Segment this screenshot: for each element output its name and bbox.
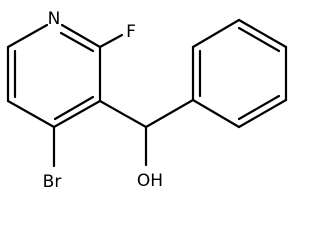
pyridine-ring [6,23,102,129]
bond-c2-n-inner [59,31,95,53]
bond-c2-f [98,33,124,49]
atom-label-oh: OH [137,171,163,191]
bond-ph-5-inner [237,94,281,121]
bond-c5-c4 [6,99,56,129]
bond-n-c6 [6,23,49,49]
atom-label-br: Br [43,172,62,192]
bond-ph-3-inner [237,26,281,53]
bond-ph-2 [191,18,241,49]
bond-c3-ch [98,99,148,129]
phenyl-ring [191,18,288,129]
atom-label-f: F [126,22,136,42]
bond-c4-c3-inner [53,95,95,121]
bond-c4-c3 [52,99,102,129]
bond-c2-n [60,23,102,49]
bond-ph-6 [191,98,241,129]
bond-ph-3 [237,18,288,49]
chemical-structure: N F Br OH [6,9,288,192]
bond-ch-phenyl [144,98,195,129]
atom-label-n: N [48,9,61,29]
bond-ph-5 [237,98,288,129]
